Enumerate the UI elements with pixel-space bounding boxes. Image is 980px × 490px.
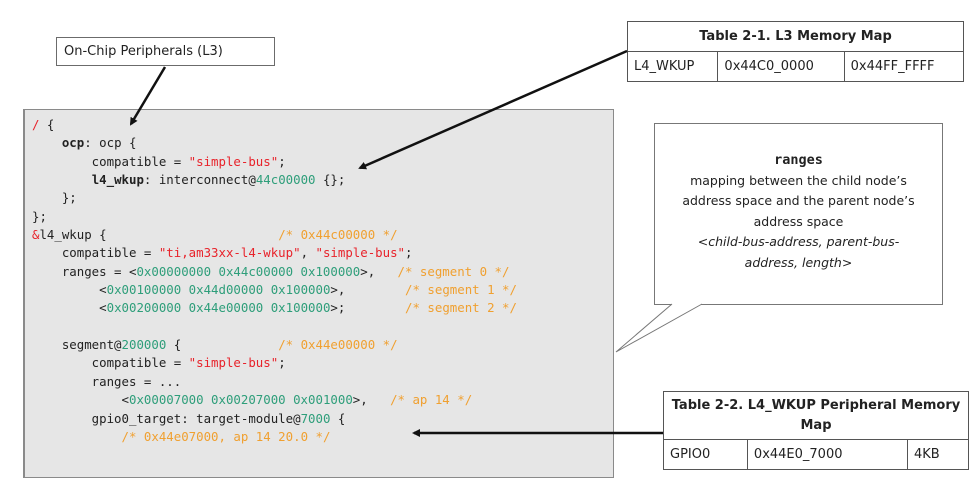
code-token: < [32, 300, 107, 316]
start-address-cell: 0x44C0_0000 [717, 51, 845, 82]
code-token: >; [330, 300, 406, 316]
code-token: segment@ [32, 337, 122, 353]
code-token: /* segment 1 */ [405, 282, 517, 298]
ranges-keyword: ranges [774, 152, 823, 168]
code-token: >, [330, 282, 406, 298]
on-chip-peripherals-callout: On-Chip Peripherals (L3) [56, 37, 275, 66]
code-token [32, 135, 62, 150]
peripheral-name-cell: GPIO0 [663, 439, 748, 470]
code-token: l4_wkup { [39, 227, 279, 243]
code-line: <0x00007000 0x00207000 0x001000>, /* ap … [32, 391, 517, 409]
end-address-cell: 0x44FF_FFFF [843, 51, 965, 82]
code-token: /* ap 14 */ [390, 392, 473, 408]
code-token: compatible = [32, 153, 189, 169]
code-token: }; [32, 190, 77, 206]
code-line: <0x00100000 0x44d00000 0x100000>, /* seg… [32, 281, 517, 299]
code-token: / [32, 117, 40, 132]
code-token: /* 0x44e07000, ap 14 20.0 */ [121, 428, 331, 444]
code-token: < [32, 392, 129, 408]
code-token: 200000 [121, 337, 167, 353]
code-line: ranges = <0x00000000 0x44c00000 0x100000… [32, 263, 517, 281]
code-token: : interconnect@ [143, 172, 256, 188]
device-tree-code: / { ocp: ocp { compatible = "simple-bus"… [32, 116, 517, 446]
peripheral-address-cell: 0x44E0_7000 [746, 439, 908, 470]
table-header-row: Table 2-2. L4_WKUP Peripheral Memory Map [663, 391, 969, 440]
code-token: 0x00200000 0x44e00000 0x100000 [106, 300, 331, 316]
code-token: ranges = < [32, 263, 137, 279]
code-token: gpio0_target: target-module@ [32, 410, 301, 426]
code-line: gpio0_target: target-module@7000 { [32, 410, 517, 428]
code-token: ; [278, 153, 286, 169]
code-line: / { [32, 116, 517, 134]
code-token: {}; [315, 172, 346, 188]
code-token [32, 172, 92, 187]
code-token: "simple-bus" [188, 153, 279, 169]
code-token: "simple-bus" [188, 355, 279, 371]
ranges-description: mapping between the child node’s address… [682, 172, 915, 229]
code-token: }; [32, 208, 47, 224]
code-line: segment@200000 { /* 0x44e00000 */ [32, 336, 517, 354]
code-token: ranges = ... [32, 373, 182, 389]
code-line [32, 318, 517, 336]
code-token: < [32, 282, 107, 298]
code-token: "ti,am33xx-l4-wkup" [158, 245, 301, 261]
code-line: }; [32, 208, 517, 226]
code-token: { [330, 410, 346, 426]
code-token: compatible = [32, 245, 159, 261]
l3-memory-map-title: Table 2-1. L3 Memory Map [627, 21, 964, 52]
l4-wkup-memory-map-title: Table 2-2. L4_WKUP Peripheral Memory Map [663, 391, 969, 440]
code-token: /* 0x44e00000 */ [278, 337, 398, 353]
table-row: L4_WKUP 0x44C0_0000 0x44FF_FFFF [626, 51, 965, 82]
code-token: { [166, 337, 279, 353]
code-token: "simple-bus" [315, 245, 406, 261]
code-line: l4_wkup: interconnect@44c00000 {}; [32, 171, 517, 189]
code-token: 7000 [300, 410, 331, 426]
peripheral-size-cell: 4KB [906, 439, 970, 470]
code-token: /* segment 2 */ [405, 300, 517, 316]
code-line: <0x00200000 0x44e00000 0x100000>; /* seg… [32, 299, 517, 317]
l3-memory-map-table: Table 2-1. L3 Memory Map L4_WKUP 0x44C0_… [626, 21, 965, 82]
code-token: { [39, 117, 55, 132]
code-token: /* 0x44c00000 */ [278, 227, 398, 243]
code-line: }; [32, 189, 517, 207]
ranges-speech-bubble: ranges mapping between the child node’s … [654, 123, 943, 305]
code-line: compatible = "simple-bus"; [32, 153, 517, 171]
code-token: ; [278, 355, 286, 371]
code-token: 0x00100000 0x44d00000 0x100000 [106, 282, 331, 298]
code-token: 44c00000 [255, 172, 316, 188]
code-token: l4_wkup [91, 172, 144, 188]
code-token: ocp [61, 135, 85, 151]
code-line: compatible = "ti,am33xx-l4-wkup", "simpl… [32, 244, 517, 262]
code-line: &l4_wkup { /* 0x44c00000 */ [32, 226, 517, 244]
speech-bubble-tail-edge [615, 303, 703, 353]
code-token: >, [352, 392, 391, 408]
code-token: , [300, 245, 316, 261]
table-header-row: Table 2-1. L3 Memory Map [627, 21, 964, 52]
code-token: compatible = [32, 355, 189, 371]
code-token: /* segment 0 */ [397, 263, 510, 279]
code-token [32, 429, 122, 444]
code-line: compatible = "simple-bus"; [32, 354, 517, 372]
l4-wkup-peripheral-memory-map-table: Table 2-2. L4_WKUP Peripheral Memory Map… [663, 391, 970, 470]
code-line: ranges = ... [32, 373, 517, 391]
code-token: ; [405, 245, 413, 261]
code-token: >, [360, 263, 398, 279]
ranges-signature: <child-bus-address, parent-bus-address, … [697, 234, 900, 270]
region-name-cell: L4_WKUP [626, 51, 719, 82]
speech-bubble-tail [616, 304, 702, 352]
code-token: 0x00000000 0x44c00000 0x100000 [136, 263, 361, 279]
code-token: & [32, 227, 40, 243]
code-line: ocp: ocp { [32, 134, 517, 152]
code-line: /* 0x44e07000, ap 14 20.0 */ [32, 428, 517, 446]
device-tree-code-panel: / { ocp: ocp { compatible = "simple-bus"… [23, 109, 614, 478]
code-token: : ocp { [84, 135, 137, 151]
table-row: GPIO0 0x44E0_7000 4KB [663, 439, 970, 470]
code-token: 0x00007000 0x00207000 0x001000 [128, 392, 353, 408]
